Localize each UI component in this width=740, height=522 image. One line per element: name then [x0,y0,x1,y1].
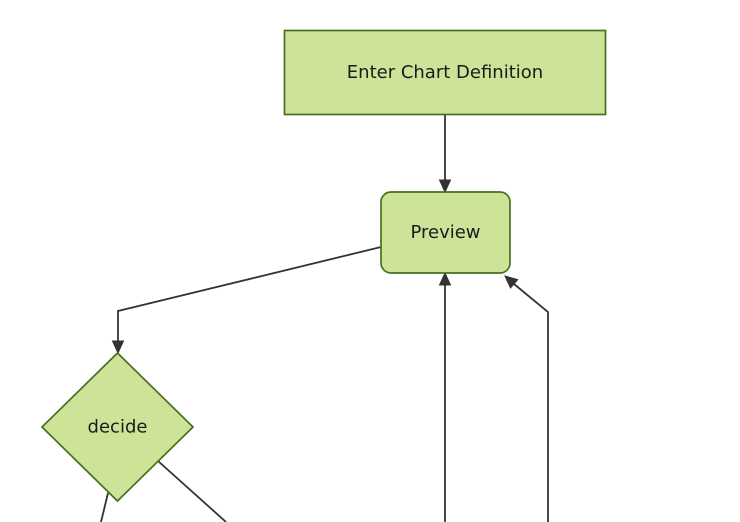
node-label: decide [88,417,148,438]
edge-decide-down-left [100,492,109,522]
node-preview: Preview [380,191,511,274]
edge-line [100,492,109,522]
arrowhead-up-icon [438,271,452,286]
rectangle-shape [283,29,607,116]
node-decide: decide [40,351,195,503]
arrowhead-down-icon [438,179,452,194]
edge-enter-to-preview [438,114,452,194]
node-enter-chart-definition: Enter Chart Definition [283,29,607,116]
edge-line [117,246,382,342]
arrowhead-up-left-icon [504,275,519,289]
edge-line [513,283,549,522]
node-label: Enter Chart Definition [347,62,543,83]
edge-bottom-right-to-preview [504,275,549,522]
edge-decide-down-right [157,460,227,522]
edge-line [157,460,227,522]
node-label: Preview [410,222,480,243]
rounded-rectangle-shape [380,191,511,274]
edge-preview-to-decide [111,246,382,355]
diamond-shape [40,351,195,503]
edge-bottom-to-preview [438,271,452,522]
arrowhead-down-icon [111,340,125,355]
